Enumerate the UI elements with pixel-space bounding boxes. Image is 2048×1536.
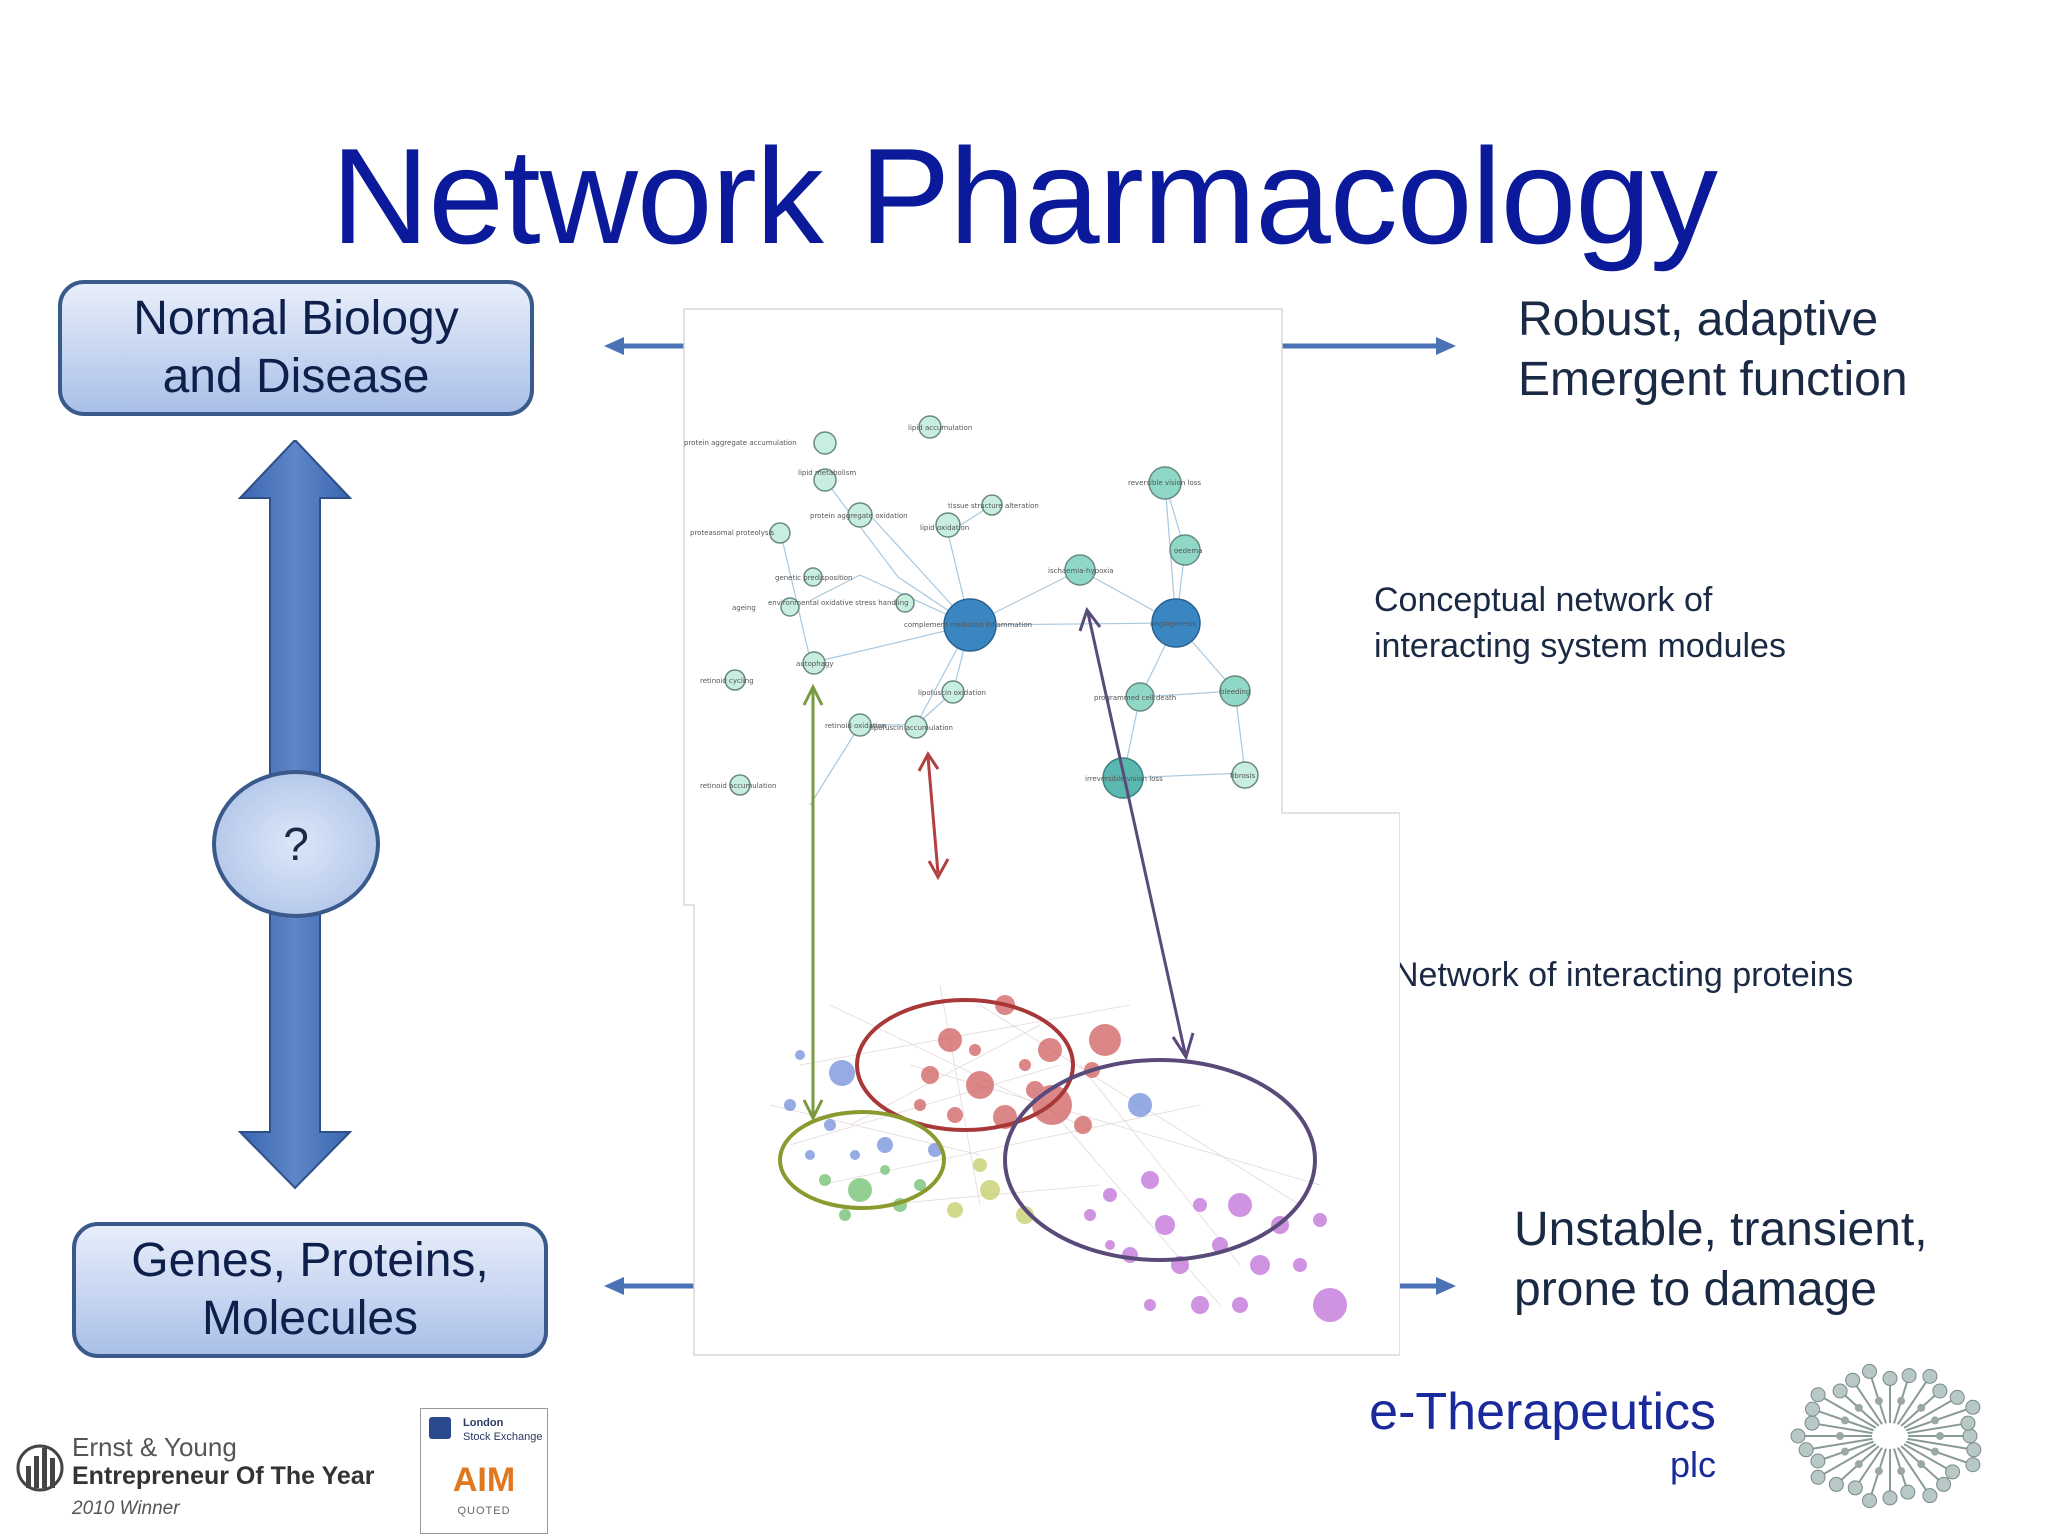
lse-crest-icon [429, 1417, 451, 1439]
genes-proteins-line1: Genes, Proteins, [131, 1234, 489, 1287]
svg-text:proteasomal proteolysis: proteasomal proteolysis [690, 529, 774, 537]
ey-award: Entrepreneur Of The Year [72, 1462, 375, 1490]
svg-text:retinoid oxidation: retinoid oxidation [825, 722, 886, 730]
svg-text:retinoid accumulation: retinoid accumulation [700, 782, 776, 790]
lse-aim-logo: London Stock Exchange AIM QUOTED [420, 1408, 548, 1534]
module-nodes [724, 415, 1259, 799]
figure-frame [683, 308, 1400, 1356]
unstable-transient-text: Unstable, transient, prone to damage [1514, 1200, 1928, 1320]
conceptual-line1: Conceptual network of [1374, 581, 1713, 619]
unstable-line1: Unstable, transient, [1514, 1203, 1928, 1256]
svg-text:ischaemia-hypoxia: ischaemia-hypoxia [1048, 567, 1114, 575]
svg-text:bleeding: bleeding [1220, 688, 1250, 696]
lse-line1: London [463, 1417, 504, 1429]
question-ellipse: ? [212, 770, 380, 918]
svg-text:protein aggregate oxidation: protein aggregate oxidation [810, 512, 908, 520]
svg-text:ageing: ageing [732, 604, 756, 612]
svg-text:lipid accumulation: lipid accumulation [908, 424, 972, 432]
slide-title: Network Pharmacology [331, 120, 1718, 272]
svg-text:protein aggregate accumulation: protein aggregate accumulation [684, 439, 797, 447]
svg-text:environmental oxidative stress: environmental oxidative stress handling [768, 599, 909, 607]
blue-nodes [784, 1050, 1152, 1160]
red-cluster-ellipse [855, 998, 1075, 1132]
svg-text:angiogenesis: angiogenesis [1150, 620, 1196, 628]
svg-text:retinoid cycling: retinoid cycling [700, 677, 754, 685]
ey-year: 2010 Winner [72, 1498, 180, 1519]
robust-line2: Emergent function [1518, 353, 1908, 406]
purple-cluster-ellipse [1003, 1058, 1317, 1262]
conceptual-line2: interacting system modules [1374, 627, 1786, 665]
ey-name: Ernst & Young [72, 1432, 237, 1462]
module-node-labels: protein aggregate accumulation lipid acc… [684, 424, 1255, 790]
protein-network-text: Network of interacting proteins [1394, 956, 1854, 994]
aim-mark: AIM [452, 1461, 516, 1499]
green-cluster-nodes [819, 1165, 926, 1221]
svg-text:genetic predisposition: genetic predisposition [775, 574, 853, 582]
svg-text:programmed cell death: programmed cell death [1094, 694, 1176, 702]
svg-text:fibrosis: fibrosis [1230, 772, 1255, 780]
robust-adaptive-text: Robust, adaptive Emergent function [1518, 290, 1908, 410]
yellow-nodes [947, 1158, 1034, 1224]
company-starburst-icon [1790, 1363, 1982, 1509]
normal-biology-box: Normal Biology and Disease [58, 280, 534, 416]
svg-text:lipid metabolism: lipid metabolism [798, 469, 856, 477]
green-cluster-ellipse [778, 1110, 946, 1210]
svg-text:lipofuscin accumulation: lipofuscin accumulation [870, 724, 953, 732]
link-arrows [802, 606, 1195, 1122]
svg-text:lipofuscin oxidation: lipofuscin oxidation [918, 689, 986, 697]
svg-text:tissue structure alteration: tissue structure alteration [948, 502, 1039, 510]
lse-line2: Stock Exchange [463, 1431, 543, 1443]
svg-text:reversible vision loss: reversible vision loss [1128, 479, 1201, 487]
network-figure: protein aggregate accumulation lipid acc… [683, 308, 1400, 1356]
svg-text:autophagy: autophagy [796, 660, 834, 668]
svg-text:oedema: oedema [1174, 547, 1202, 555]
conceptual-network-text: Conceptual network of interacting system… [1374, 577, 1786, 669]
svg-text:lipid oxidation: lipid oxidation [920, 524, 969, 532]
unstable-line2: prone to damage [1514, 1263, 1877, 1316]
svg-text:complement mediated inflammati: complement mediated inflammation [904, 621, 1032, 629]
company-name: e-Therapeutics [1369, 1383, 1716, 1441]
aim-quoted: QUOTED [457, 1505, 511, 1517]
robust-line1: Robust, adaptive [1518, 293, 1879, 346]
genes-proteins-box: Genes, Proteins, Molecules [72, 1222, 548, 1358]
company-suffix: plc [1669, 1444, 1716, 1485]
ey-logo: Ernst & Young Entrepreneur Of The Year 2… [14, 1428, 394, 1528]
ey-bars-icon [16, 1444, 64, 1492]
normal-biology-line1: Normal Biology [133, 292, 459, 345]
genes-proteins-line2: Molecules [201, 1292, 419, 1345]
normal-biology-line2: and Disease [162, 350, 430, 403]
